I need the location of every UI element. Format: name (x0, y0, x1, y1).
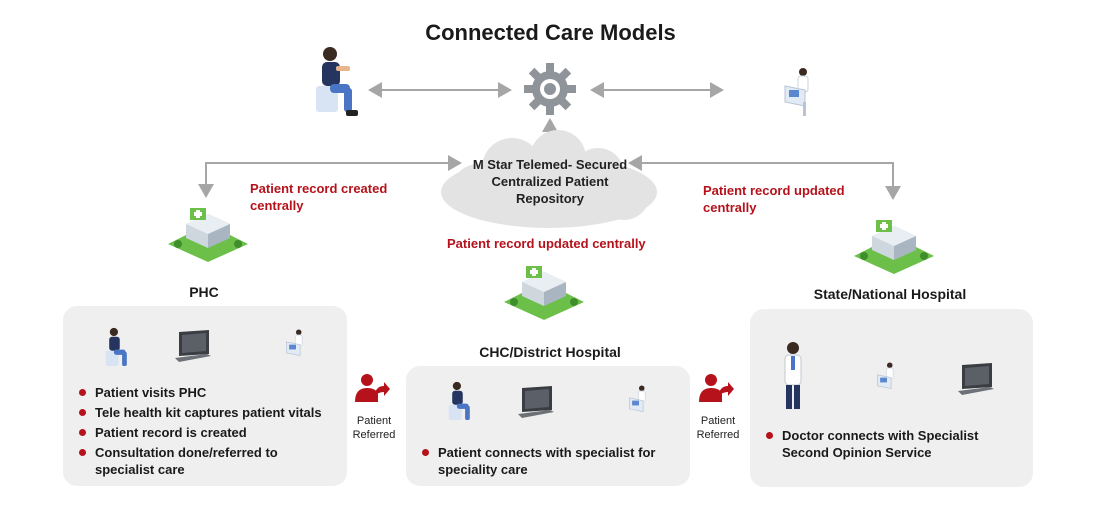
cloud-repository-shape (441, 130, 657, 228)
list-item: Patient record is created (77, 424, 339, 441)
doctor-desk-icon (877, 362, 894, 390)
state-panel: Doctor connects with Specialist Second O… (750, 309, 1033, 487)
phc-label: PHC (189, 284, 219, 300)
chc-panel: Patient connects with specialist for spe… (406, 366, 690, 486)
referral-label: Patient Referred (696, 415, 740, 441)
arrow-cloud-phc (198, 155, 462, 198)
annotation-record-updated-center: Patient record updated centrally (447, 236, 646, 251)
state-label: State/National Hospital (813, 286, 967, 302)
patient-seated-icon (105, 327, 127, 366)
annotation-record-updated-right: Patient record updated centrally (703, 183, 845, 215)
referral-icon (355, 374, 390, 402)
diagram-title: Connected Care Models (425, 20, 676, 45)
doctor-desk-icon (629, 385, 646, 413)
chc-label: CHC/District Hospital (479, 344, 621, 360)
doctor-desk-icon (286, 329, 303, 357)
annotation-record-created: Patient record created centrally (250, 181, 388, 213)
patient-seated-icon (448, 381, 470, 420)
chc-bullet-list: Patient connects with specialist for spe… (420, 444, 682, 481)
arrow-cloud-state (628, 155, 901, 200)
patient-seated-icon (316, 47, 358, 116)
state-hospital-icon (854, 220, 934, 274)
list-item: Patient visits PHC (77, 384, 339, 401)
doctor-standing-icon (784, 342, 802, 409)
gear-icon (524, 63, 576, 115)
state-bullet-list: Doctor connects with Specialist Second O… (764, 427, 1026, 464)
referral-icon (699, 374, 734, 402)
list-item: Tele health kit captures patient vitals (77, 404, 339, 421)
doctor-desk-icon (784, 68, 809, 116)
phc-hospital-icon (168, 208, 248, 262)
list-item: Consultation done/referred to specialist… (77, 444, 339, 478)
referral-label: Patient Referred (352, 415, 396, 441)
laptop-icon (175, 330, 211, 362)
phc-bullet-list: Patient visits PHC Tele health kit captu… (77, 384, 339, 481)
repository-label: M Star Telemed- Secured Centralized Pati… (472, 157, 628, 206)
list-item: Patient connects with specialist for spe… (420, 444, 682, 478)
phc-panel: Patient visits PHC Tele health kit captu… (63, 306, 347, 486)
laptop-icon (518, 386, 554, 418)
laptop-icon (958, 363, 994, 395)
chc-hospital-icon (504, 266, 584, 320)
list-item: Doctor connects with Specialist Second O… (764, 427, 1026, 461)
